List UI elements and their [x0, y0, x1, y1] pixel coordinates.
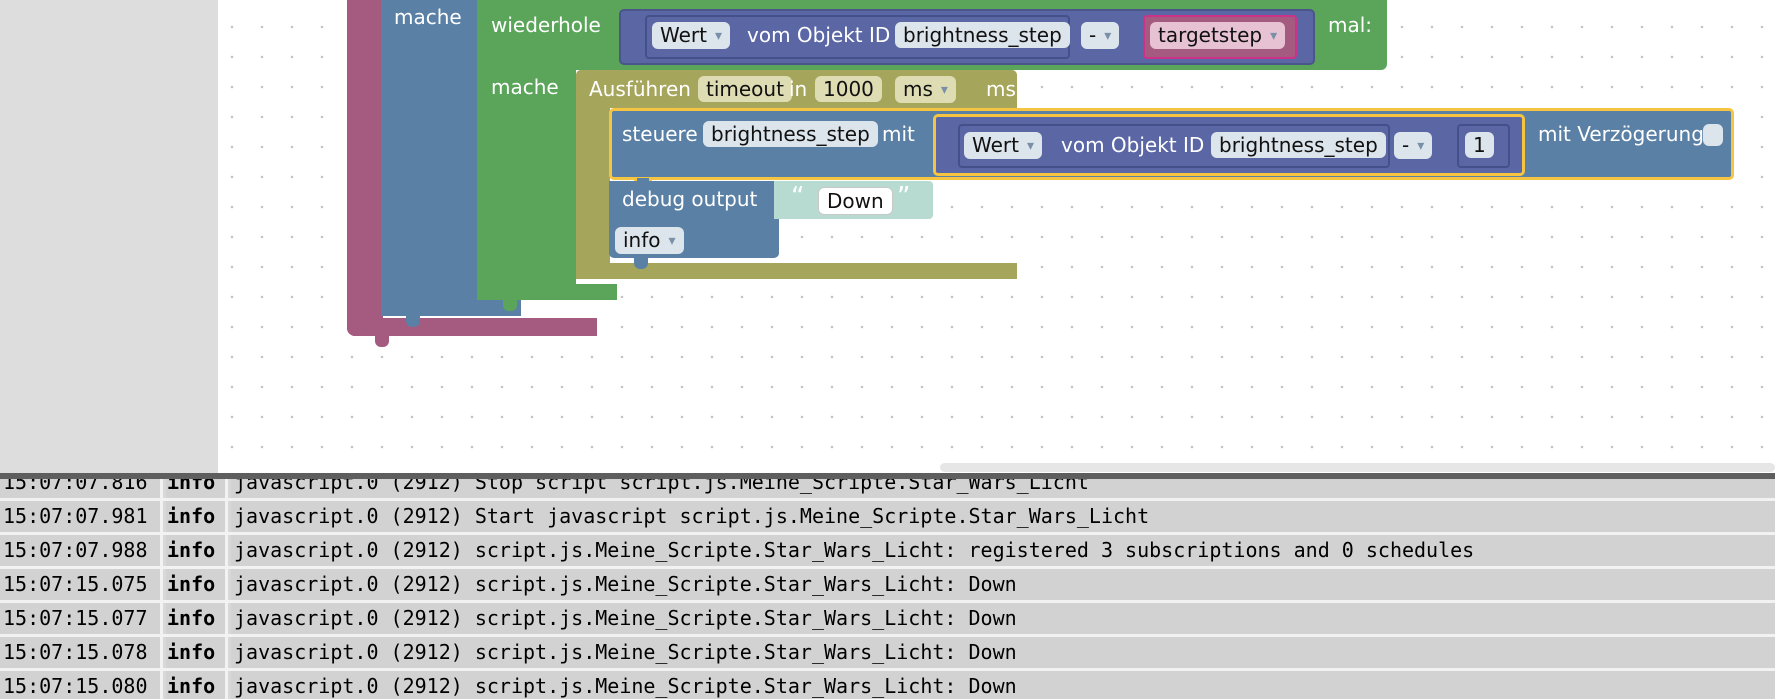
log-timestamp: 15:07:07.981: [0, 501, 163, 532]
log-timestamp: 15:07:15.077: [0, 603, 163, 634]
repeat-label: wiederhole: [491, 13, 601, 37]
panel-splitter[interactable]: [0, 473, 1775, 479]
debug-level-dropdown[interactable]: info: [615, 227, 684, 254]
repeat-variable-dropdown[interactable]: targetstep: [1150, 22, 1286, 49]
log-message: javascript.0 (2912) Start javascript scr…: [231, 501, 1775, 532]
log-timestamp: 15:07:15.080: [0, 671, 163, 699]
debug-open-quote: “: [791, 182, 805, 212]
log-timestamp: 15:07:07.988: [0, 535, 163, 566]
log-row-separator: [0, 634, 1775, 637]
repeat-get-of-object-label: vom Objekt ID: [747, 23, 891, 47]
debug-block-notch: [634, 257, 648, 269]
repeat-get-object-id-field[interactable]: brightness_step: [895, 22, 1070, 48]
timeout-block-side[interactable]: [576, 70, 610, 279]
workspace-horizontal-scrollbar[interactable]: [940, 463, 1775, 472]
control-with-label: mit: [882, 122, 915, 146]
control-delay-checkbox[interactable]: [1703, 124, 1723, 146]
log-row-separator: [0, 600, 1775, 603]
timeout-unit-dropdown[interactable]: ms: [895, 76, 956, 103]
control-delay-label: mit Verzögerung: [1538, 122, 1704, 146]
control-get-object-id-field[interactable]: brightness_step: [1211, 132, 1386, 158]
trigger-block[interactable]: [347, 0, 383, 336]
log-severity: info: [166, 603, 228, 634]
log-severity: info: [166, 637, 228, 668]
repeat-times-label: mal:: [1328, 13, 1373, 37]
blockly-toolbox[interactable]: [0, 0, 218, 473]
repeat-block-side[interactable]: [477, 0, 576, 300]
trigger-block-notch: [375, 335, 389, 347]
debug-text-field[interactable]: Down: [818, 187, 893, 215]
log-message: javascript.0 (2912) script.js.Meine_Scri…: [231, 671, 1775, 699]
repeat-block-notch: [503, 299, 517, 311]
repeat-do-label: mache: [491, 75, 559, 99]
log-row-separator: [0, 566, 1775, 569]
timeout-in-label: in: [789, 77, 808, 101]
log-row-separator: [0, 498, 1775, 501]
control-label: steuere: [622, 122, 698, 146]
blockly-workspace[interactable]: mache wiederhole mal: mache Wert vom Obj…: [0, 0, 1775, 473]
log-message: javascript.0 (2912) script.js.Meine_Scri…: [231, 535, 1775, 566]
repeat-block-bottom[interactable]: [477, 284, 617, 300]
log-severity: info: [166, 479, 228, 498]
event-do-label: mache: [394, 5, 462, 29]
log-severity: info: [166, 535, 228, 566]
log-row-separator: [0, 668, 1775, 671]
debug-label: debug output: [622, 187, 758, 211]
log-message: javascript.0 (2912) script.js.Meine_Scri…: [231, 603, 1775, 634]
log-row-separator: [0, 532, 1775, 535]
control-object-id-field[interactable]: brightness_step: [703, 121, 878, 147]
log-message: javascript.0 (2912) script.js.Meine_Scri…: [231, 569, 1775, 600]
timeout-delay-field[interactable]: 1000: [815, 76, 882, 102]
control-get-of-object-label: vom Objekt ID: [1061, 133, 1205, 157]
event-block-bottom[interactable]: [381, 300, 521, 316]
log-severity: info: [166, 569, 228, 600]
repeat-get-attr-dropdown[interactable]: Wert: [652, 22, 731, 49]
log-severity: info: [166, 671, 228, 699]
event-block-notch: [406, 315, 420, 327]
timeout-block-bottom[interactable]: [576, 263, 1017, 279]
control-get-attr-dropdown[interactable]: Wert: [964, 132, 1043, 159]
log-timestamp: 15:07:15.075: [0, 569, 163, 600]
log-severity: info: [166, 501, 228, 532]
log-timestamp: 15:07:07.816: [0, 479, 163, 498]
event-block[interactable]: [381, 0, 477, 316]
log-timestamp: 15:07:15.078: [0, 637, 163, 668]
timeout-label: Ausführen: [589, 77, 691, 101]
control-number-field[interactable]: 1: [1465, 132, 1494, 158]
log-message: javascript.0 (2912) Stop script script.j…: [231, 479, 1775, 498]
repeat-operator-dropdown[interactable]: -: [1081, 22, 1120, 49]
control-operator-dropdown[interactable]: -: [1394, 132, 1433, 159]
timeout-unit-suffix: ms: [986, 77, 1016, 101]
timeout-name-field[interactable]: timeout: [698, 76, 792, 102]
trigger-block-bottom[interactable]: [347, 318, 597, 336]
log-message: javascript.0 (2912) script.js.Meine_Scri…: [231, 637, 1775, 668]
debug-close-quote: ”: [897, 182, 911, 212]
